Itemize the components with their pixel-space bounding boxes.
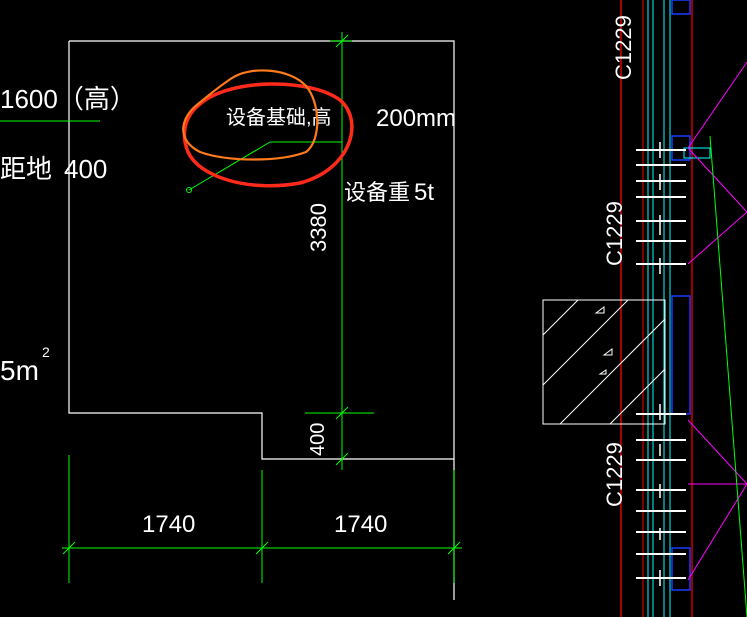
column-label-3: C1229 [602, 442, 627, 507]
area-label: 5m [0, 355, 39, 386]
wall-lines [620, 0, 711, 617]
distance-value: 400 [64, 154, 107, 184]
window-rungs [636, 149, 686, 579]
column-label-2: C1229 [602, 201, 627, 266]
column-label-1: C1229 [611, 15, 636, 80]
weight-label: 设备重 [344, 180, 410, 205]
leader-lines-right [687, 61, 747, 617]
foundation-height: 200mm [376, 105, 456, 132]
dim-vertical-step: 400 [307, 423, 329, 456]
distance-label: 距地 [0, 154, 52, 184]
markup-circle-red [182, 82, 354, 188]
dim-vertical-main: 3380 [306, 203, 331, 252]
dim-bottom-right: 1740 [334, 511, 387, 538]
hatched-column [542, 299, 666, 425]
top-left-label: 1600（高） [0, 84, 136, 114]
foundation-text: 设备基础,高 [226, 106, 332, 129]
dimension-lines [0, 32, 462, 583]
dim-bottom-left: 1740 [142, 511, 195, 538]
markup-circle-orange [182, 69, 319, 161]
leader-dot [186, 187, 192, 193]
weight-value: 5t [414, 179, 434, 206]
room-outline [68, 40, 455, 600]
area-superscript: 2 [42, 344, 50, 360]
